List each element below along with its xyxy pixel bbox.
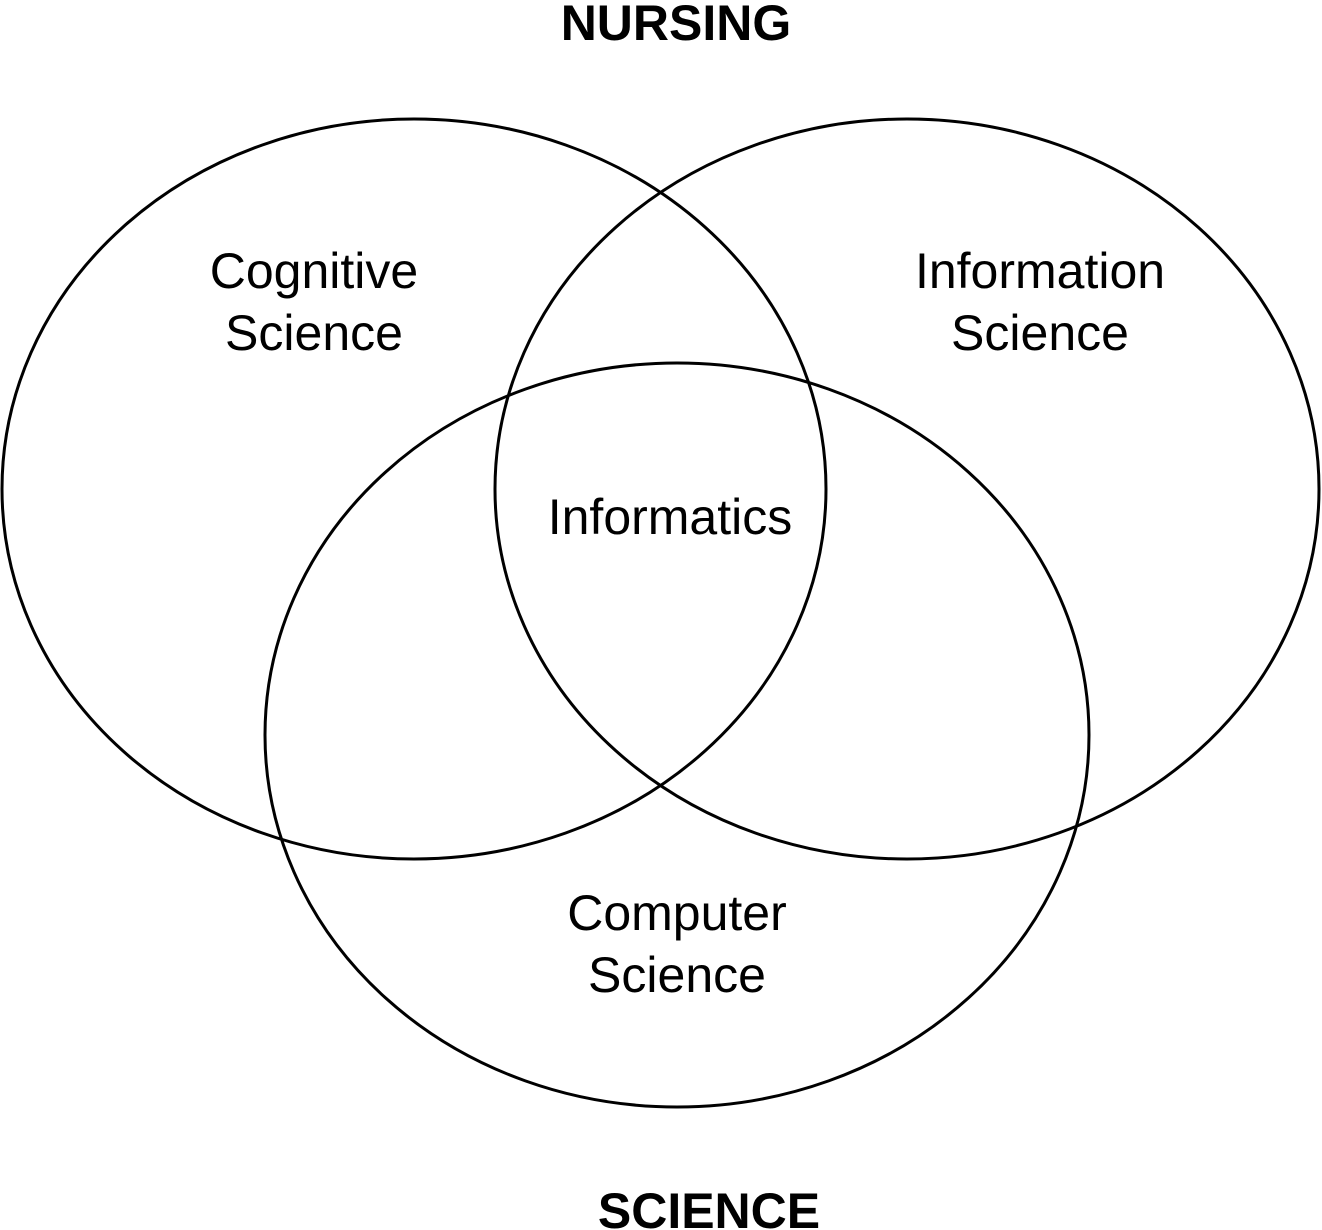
information-science-label-line1: Information [915, 243, 1165, 299]
informatics-center-label: Informatics [548, 489, 793, 545]
bottom-heading: SCIENCE [598, 1183, 820, 1230]
computer-science-label-line2: Science [588, 947, 766, 1003]
top-heading: NURSING [561, 0, 792, 51]
information-science-label-line2: Science [951, 305, 1129, 361]
computer-science-circle [263, 361, 1091, 1109]
computer-science-label-line1: Computer [567, 885, 787, 941]
cognitive-science-circle [0, 117, 828, 861]
information-science-circle [493, 117, 1321, 861]
cognitive-science-label-line2: Science [225, 305, 403, 361]
cognitive-science-label-line1: Cognitive [210, 243, 418, 299]
